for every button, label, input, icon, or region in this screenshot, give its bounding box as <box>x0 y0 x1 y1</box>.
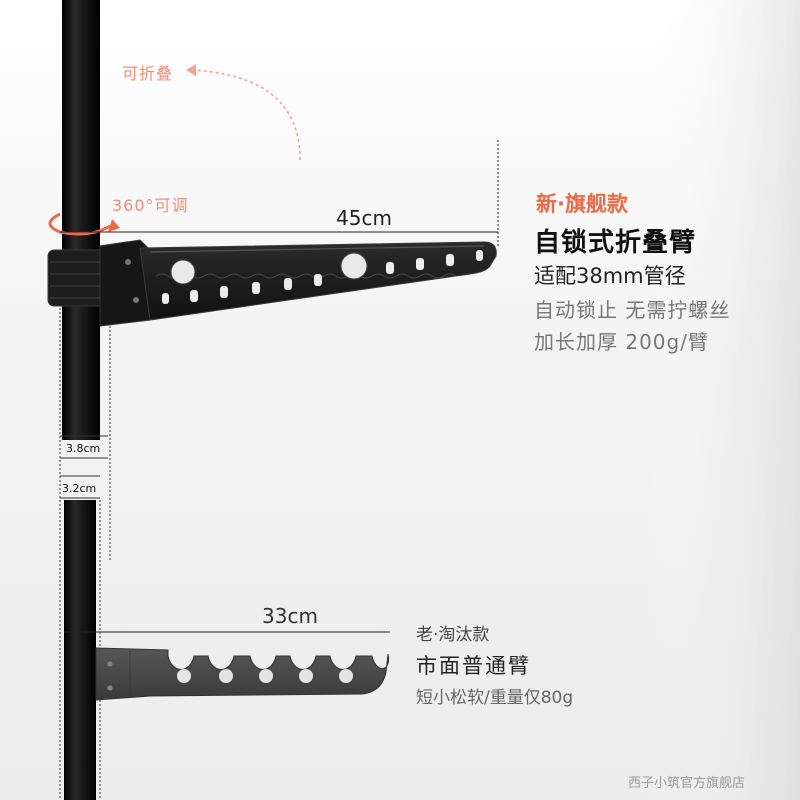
new-model-title: 自锁式折叠臂 <box>534 228 697 258</box>
old-ordinary-arm <box>95 647 390 701</box>
old-arm-length-label: 33cm <box>262 604 318 628</box>
new-model-feature-3: 加长加厚 200g/臂 <box>534 330 709 354</box>
fold-arrow-icon <box>189 69 301 161</box>
upper-pole <box>62 0 100 440</box>
rotate-arrow-head-icon <box>108 219 120 232</box>
dimension-line-45 <box>60 140 499 248</box>
old-model-badge: 老·淘汰款 <box>416 625 490 645</box>
new-model-badge: 新·旗舰款 <box>536 192 628 216</box>
old-model-title: 市面普通臂 <box>416 654 531 678</box>
foldable-label: 可折叠 <box>122 64 174 83</box>
lower-pole-diameter-label: 3.2cm <box>62 482 97 495</box>
new-folding-arm <box>47 239 497 327</box>
fold-arrow-head-icon <box>186 64 196 76</box>
lower-pole <box>64 500 96 800</box>
shop-watermark: 西子小筑官方旗舰店 <box>628 776 746 791</box>
rotate-label: 360°可调 <box>112 196 189 215</box>
new-arm-length-label: 45cm <box>336 206 392 230</box>
new-model-feature-1: 适配38mm管径 <box>534 264 686 288</box>
new-model-feature-2: 自动锁止 无需拧螺丝 <box>534 298 731 322</box>
background-shade <box>640 0 800 800</box>
upper-pole-diameter-label: 3.8cm <box>66 442 101 455</box>
old-model-feature-1: 短小松软/重量仅80g <box>416 688 574 708</box>
